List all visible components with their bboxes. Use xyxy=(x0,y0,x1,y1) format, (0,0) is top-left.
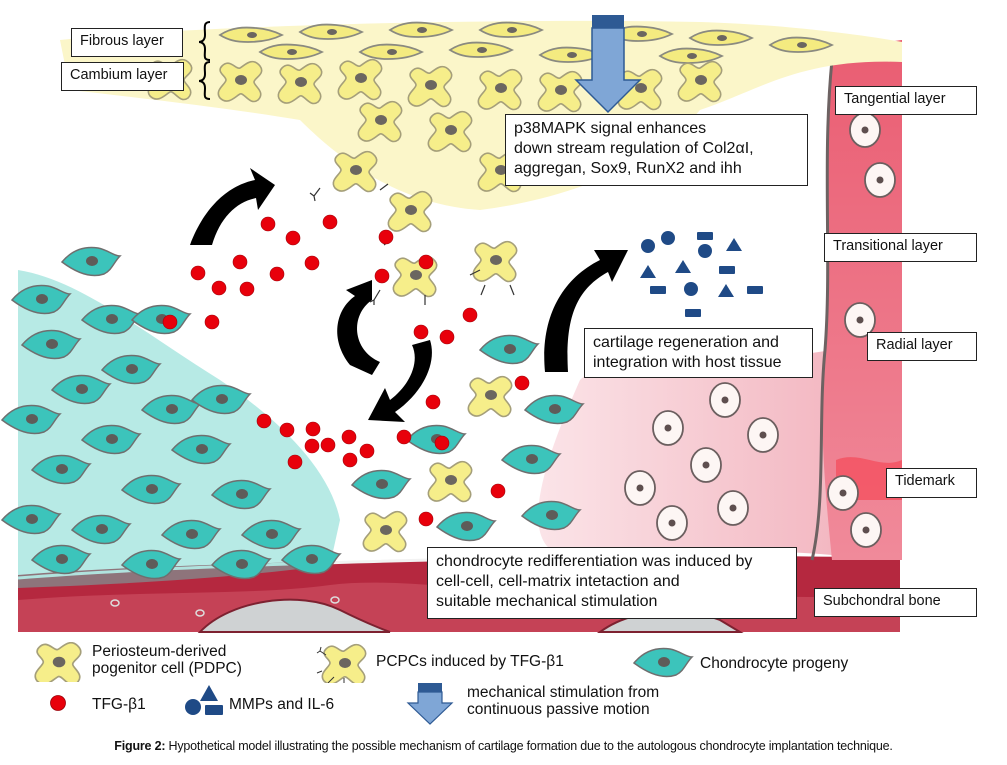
tgf-beta1-dot xyxy=(305,421,321,437)
redifferentiation-line-1: chondrocyte redifferentiation was induce… xyxy=(436,553,753,570)
mmp-legend-label: MMPs and IL-6 xyxy=(229,696,335,713)
transitional-layer-label: Transitional layer xyxy=(824,233,977,262)
periosteum-region xyxy=(60,20,902,211)
redifferentiation-line-2: cell-cell, cell-matrix intetaction and xyxy=(436,573,680,590)
mmp-il6-shapes xyxy=(640,231,763,317)
p38mapk-annotation: p38MAPK signal enhances down stream regu… xyxy=(505,114,808,186)
mechanical-stimulation-legend-label: mechanical stimulation from continuous p… xyxy=(467,684,660,718)
mechanical-stimulation-arrow xyxy=(574,15,642,114)
tgf-beta1-dot xyxy=(374,268,390,284)
tgf-beta1-dot xyxy=(342,452,358,468)
tgf-beta1-dot xyxy=(378,229,394,245)
pdpc-legend-label: Periosteum-derived pogenitor cell (PDPC) xyxy=(92,643,242,677)
tgf-beta1-dot xyxy=(396,429,412,445)
regeneration-line-1: cartilage regeneration and xyxy=(593,334,779,351)
tgf-beta1-dot xyxy=(341,429,357,445)
redifferentiation-annotation: chondrocyte redifferentiation was induce… xyxy=(427,547,797,619)
pcpc-legend-icon xyxy=(316,643,367,683)
figure-caption: Figure 2: Hypothetical model illustratin… xyxy=(0,739,1007,753)
chondrocyte-mass xyxy=(1,246,341,588)
radial-layer-label: Radial layer xyxy=(867,332,977,361)
subchondral-bone-label: Subchondral bone xyxy=(814,588,977,617)
tgf-beta1-dot xyxy=(269,266,285,282)
tgf-beta1-dot xyxy=(439,329,455,345)
tgf-beta1-dot xyxy=(418,254,434,270)
tgf-beta1-dot xyxy=(190,265,206,281)
chondrocyte-legend-label: Chondrocyte progeny xyxy=(700,655,849,672)
cartilage-formation-diagram xyxy=(1,15,902,633)
periosteum-brackets xyxy=(198,21,211,100)
tgf-beta1-dot xyxy=(304,438,320,454)
tangential-layer-label: Tangential layer xyxy=(835,86,977,115)
tgf-beta1-dot xyxy=(322,214,338,230)
tgf-beta1-dot xyxy=(490,483,506,499)
curved-arrow-to-regeneration xyxy=(544,250,628,372)
caption-label: Figure 2: xyxy=(114,739,166,753)
fibrous-layer-label: Fibrous layer xyxy=(71,28,183,57)
curved-arrow-down-left xyxy=(368,340,432,422)
tgf-beta1-dot xyxy=(413,324,429,340)
regeneration-line-2: integration with host tissue xyxy=(593,354,782,371)
caption-text: Hypothetical model illustrating the poss… xyxy=(165,739,893,753)
tgf-beta1-dot xyxy=(514,375,530,391)
mmp-legend-icon xyxy=(185,685,223,715)
p38-line-1: p38MAPK signal enhances xyxy=(514,120,707,137)
tgf-beta1-dot xyxy=(260,216,276,232)
tgf-beta1-dot xyxy=(425,394,441,410)
tgf-beta1-dot xyxy=(162,314,178,330)
p38-line-3: aggregan, Sox9, RunX2 and ihh xyxy=(514,160,742,177)
tgf-beta1-dot xyxy=(304,255,320,271)
tidemark-label: Tidemark xyxy=(886,468,977,498)
mechanical-stimulation-legend-icon xyxy=(406,683,454,725)
cambium-layer-label: Cambium layer xyxy=(61,62,184,91)
tgf-beta1-dots xyxy=(162,214,530,527)
pdpc-legend-icon xyxy=(34,642,82,682)
tgf-legend-label: TFG-β1 xyxy=(92,696,146,713)
p38-line-2: down stream regulation of Col2αI, xyxy=(514,140,754,157)
tgf-beta1-dot xyxy=(418,511,434,527)
regeneration-annotation: cartilage regeneration and integration w… xyxy=(584,328,813,378)
tgf-beta1-dot xyxy=(462,307,478,323)
tgf-beta1-dot xyxy=(320,437,336,453)
tgf-legend-icon xyxy=(50,695,66,711)
tgf-beta1-dot xyxy=(211,280,227,296)
curved-arrow-up-right xyxy=(190,168,275,245)
tgf-beta1-dot xyxy=(239,281,255,297)
tgf-beta1-dot xyxy=(256,413,272,429)
chondrocyte-legend-icon xyxy=(633,647,693,678)
redifferentiation-line-3: suitable mechanical stimulation xyxy=(436,593,658,610)
tgf-beta1-dot xyxy=(287,454,303,470)
tgf-beta1-dot xyxy=(359,443,375,459)
process-arrows xyxy=(190,168,628,422)
curved-arrow-loop xyxy=(337,280,380,375)
tgf-beta1-dot xyxy=(285,230,301,246)
tgf-beta1-dot xyxy=(279,422,295,438)
tgf-beta1-dot xyxy=(232,254,248,270)
tgf-beta1-dot xyxy=(204,314,220,330)
tgf-beta1-dot xyxy=(434,435,450,451)
pcpc-legend-label: PCPCs induced by TFG-β1 xyxy=(376,653,564,670)
